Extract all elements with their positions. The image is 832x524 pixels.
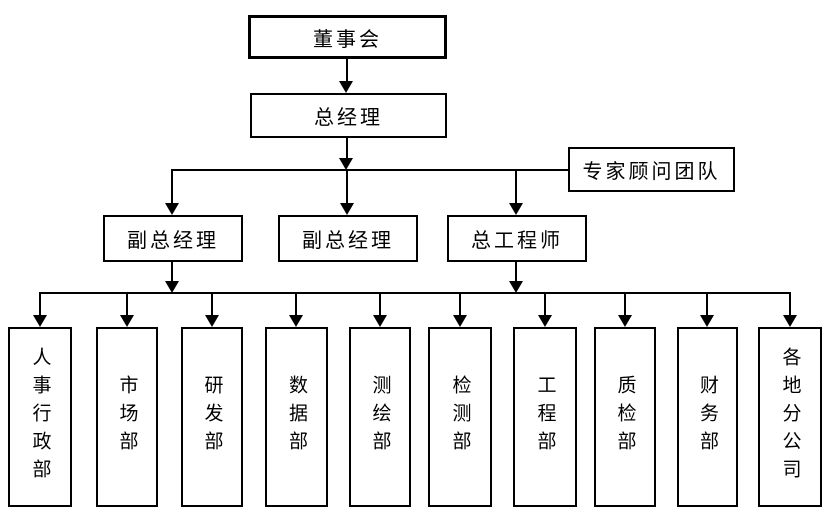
org-node-chief-engineer-label: 总工程师 <box>471 230 563 252</box>
org-node-general-manager: 总经理 <box>250 93 447 138</box>
org-node-dept-engineering: 工程部 <box>513 327 577 507</box>
connector-to-dept-9 <box>706 292 708 316</box>
org-node-general-manager-label: 总经理 <box>314 107 383 129</box>
connector-to-dept-5 <box>379 292 381 316</box>
org-node-board: 董事会 <box>248 15 447 59</box>
arrowhead-to-dept-8 <box>618 315 632 327</box>
connector-gm-to-rail <box>346 138 348 159</box>
org-node-dept-marketing: 市场部 <box>96 327 158 507</box>
org-node-dept-rnd: 研发部 <box>181 327 243 507</box>
connector-chief-engineer-to-bus <box>515 262 517 282</box>
arrowhead-to-dept-3 <box>205 315 219 327</box>
connector-to-dept-6 <box>459 292 461 316</box>
arrowhead-to-vgm1 <box>165 203 179 215</box>
arrowhead-to-gm <box>339 81 353 93</box>
arrowhead-to-dept-4 <box>289 315 303 327</box>
org-node-dept-quality: 质检部 <box>594 327 656 507</box>
org-node-deputy-gm-1-label: 副总经理 <box>127 230 219 252</box>
org-node-dept-surveying-label: 测绘部 <box>369 375 391 459</box>
connector-to-dept-3 <box>211 292 213 316</box>
org-node-dept-testing-label: 检测部 <box>449 375 471 459</box>
arrowhead-to-chief-engineer <box>509 203 523 215</box>
org-node-dept-engineering-label: 工程部 <box>534 375 556 459</box>
org-node-dept-hr-admin: 人事行政部 <box>8 327 72 507</box>
org-node-expert-advisors-label: 专家顾问团队 <box>582 161 721 183</box>
connector-to-dept-8 <box>624 292 626 316</box>
arrowhead-to-rail <box>339 158 353 170</box>
connector-to-dept-7 <box>544 292 546 316</box>
connector-rail-to-vgm1 <box>171 169 173 204</box>
org-node-dept-surveying: 测绘部 <box>349 327 411 507</box>
connector-to-dept-2 <box>126 292 128 316</box>
arrowhead-to-vgm2 <box>340 203 354 215</box>
org-node-dept-rnd-label: 研发部 <box>201 375 223 459</box>
org-node-dept-testing: 检测部 <box>428 327 492 507</box>
org-node-dept-branches-label: 各地分公司 <box>779 347 801 487</box>
connector-to-dept-1 <box>39 292 41 316</box>
org-node-chief-engineer: 总工程师 <box>447 215 587 262</box>
arrowhead-to-dept-5 <box>373 315 387 327</box>
org-node-deputy-gm-2: 副总经理 <box>278 215 418 262</box>
connector-vgm1-to-bus <box>171 262 173 282</box>
org-node-dept-quality-label: 质检部 <box>614 375 636 459</box>
org-node-expert-advisors: 专家顾问团队 <box>568 147 735 192</box>
arrowhead-to-dept-6 <box>453 315 467 327</box>
org-node-dept-finance: 财务部 <box>677 327 738 507</box>
arrowhead-vgm1-to-bus <box>165 281 179 293</box>
arrowhead-to-dept-9 <box>700 315 714 327</box>
connector-to-dept-10 <box>789 292 791 316</box>
arrowhead-to-dept-2 <box>120 315 134 327</box>
arrowhead-to-dept-1 <box>33 315 47 327</box>
connector-board-to-gm <box>346 58 348 82</box>
arrowhead-to-dept-10 <box>783 315 797 327</box>
connector-rail-to-chief-engineer <box>515 169 517 204</box>
arrowhead-chief-engineer-to-bus <box>509 281 523 293</box>
org-node-dept-branches: 各地分公司 <box>758 327 822 507</box>
org-node-dept-hr-admin-label: 人事行政部 <box>29 347 51 487</box>
org-node-dept-marketing-label: 市场部 <box>116 375 138 459</box>
connector-to-dept-4 <box>295 292 297 316</box>
connector-rail-to-vgm2 <box>346 171 348 204</box>
org-node-dept-data-label: 数据部 <box>286 375 307 459</box>
arrowhead-to-dept-7 <box>538 315 552 327</box>
rail-level3 <box>171 169 570 171</box>
org-node-dept-data: 数据部 <box>265 327 328 507</box>
org-node-deputy-gm-2-label: 副总经理 <box>302 230 394 252</box>
org-node-deputy-gm-1: 副总经理 <box>103 215 243 262</box>
org-node-dept-finance-label: 财务部 <box>697 375 718 459</box>
org-node-board-label: 董事会 <box>313 28 382 51</box>
bus-departments <box>39 292 791 294</box>
